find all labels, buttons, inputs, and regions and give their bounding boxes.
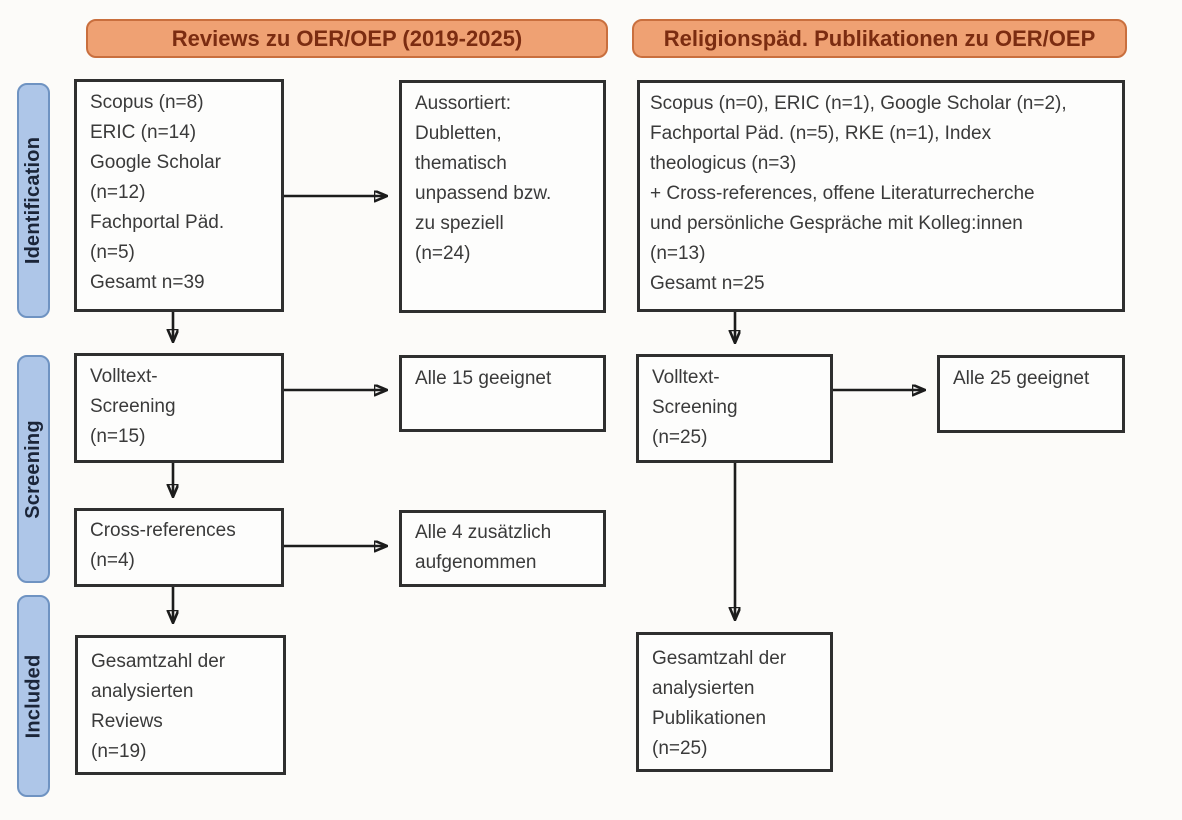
stage-label-identification-text: Identification: [22, 136, 44, 265]
stage-label-included-text: Included: [22, 654, 45, 738]
box-text-line: Reviews: [91, 711, 163, 732]
box-text-line: Alle 4 zusätzlich: [415, 522, 552, 543]
box-left-crossref-result: Alle 4 zusätzlich aufgenommen: [399, 510, 606, 587]
box-text-line: (n=13): [650, 243, 706, 264]
box-text-line: ERIC (n=14): [90, 122, 197, 143]
box-left-crossref: Cross-references (n=4): [74, 508, 284, 587]
box-right-included: Gesamtzahl der analysierten Publikatione…: [636, 632, 833, 772]
box-text-line: Gesamt n=39: [90, 272, 205, 293]
box-text-line: Volltext-: [90, 366, 158, 387]
box-text-line: Alle 15 geeignet: [415, 368, 552, 389]
box-text-line: und persönliche Gespräche mit Kolleg:inn…: [650, 213, 1023, 234]
box-text-line: Fachportal Päd.: [90, 212, 225, 233]
box-text-line: Scopus (n=8): [90, 92, 204, 113]
box-text-line: (n=24): [415, 243, 471, 264]
box-text-line: (n=19): [91, 741, 147, 762]
box-right-fulltext-screening: Volltext- Screening (n=25): [636, 354, 833, 463]
box-text-line: Gesamtzahl der: [652, 648, 787, 669]
box-text-line: Cross-references: [90, 520, 236, 541]
box-text-line: aufgenommen: [415, 552, 537, 573]
box-text-line: analysierten: [652, 678, 755, 699]
box-text-line: Google Scholar: [90, 152, 221, 173]
box-text-line: (n=25): [652, 427, 708, 448]
box-text-line: zu speziell: [415, 213, 504, 234]
stage-label-screening: Screening: [17, 355, 50, 583]
stage-label-screening-text: Screening: [22, 419, 44, 519]
box-right-identification: Scopus (n=0), ERIC (n=1), Google Scholar…: [637, 80, 1125, 312]
box-text-line: Screening: [90, 396, 176, 417]
box-text-line: (n=25): [652, 738, 708, 759]
box-text-line: (n=4): [90, 550, 135, 571]
stage-label-identification: Identification: [17, 83, 50, 318]
column-header-religionspaed: Religionspäd. Publikationen zu OER/OEP: [632, 19, 1127, 58]
box-text-line: Alle 25 geeignet: [953, 368, 1090, 389]
box-text-line: theologicus (n=3): [650, 153, 797, 174]
box-text-line: Dubletten,: [415, 123, 502, 144]
box-text-line: (n=15): [90, 426, 146, 447]
box-text-line: Screening: [652, 397, 738, 418]
box-text-line: Aussortiert:: [415, 93, 512, 114]
box-text-line: (n=12): [90, 182, 146, 203]
box-text-line: Publikationen: [652, 708, 767, 729]
box-left-fulltext-result: Alle 15 geeignet: [399, 355, 606, 432]
box-text-line: Gesamtzahl der: [91, 651, 226, 672]
box-text-line: (n=5): [90, 242, 135, 263]
box-text-line: unpassend bzw.: [415, 183, 552, 204]
stage-label-included: Included: [17, 595, 50, 797]
box-right-fulltext-result: Alle 25 geeignet: [937, 355, 1125, 433]
box-text-line: Fachportal Päd. (n=5), RKE (n=1), Index: [650, 123, 992, 144]
box-text-line: thematisch: [415, 153, 507, 174]
box-text-line: + Cross-references, offene Literaturrech…: [650, 183, 1035, 204]
box-left-excluded: Aussortiert: Dubletten, thematisch unpas…: [399, 80, 606, 313]
box-text-line: Volltext-: [652, 367, 720, 388]
box-text-line: analysierten: [91, 681, 194, 702]
box-text-line: Gesamt n=25: [650, 273, 765, 294]
box-left-fulltext-screening: Volltext- Screening (n=15): [74, 353, 284, 463]
box-text-line: Scopus (n=0), ERIC (n=1), Google Scholar…: [650, 93, 1067, 114]
box-left-identification: Scopus (n=8) ERIC (n=14) Google Scholar …: [74, 79, 284, 312]
column-header-reviews: Reviews zu OER/OEP (2019-2025): [86, 19, 608, 58]
box-left-included: Gesamtzahl der analysierten Reviews (n=1…: [75, 635, 286, 775]
